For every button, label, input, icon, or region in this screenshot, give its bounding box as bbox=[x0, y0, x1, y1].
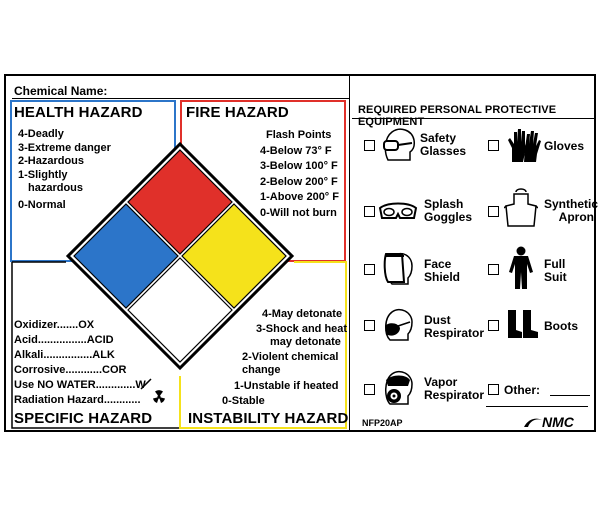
health-item: 3-Extreme danger bbox=[18, 141, 111, 154]
ppe-title-underline bbox=[352, 118, 596, 119]
instability-item: may detonate bbox=[270, 336, 341, 348]
instability-item: 3-Shock and heat bbox=[256, 323, 348, 335]
instability-hazard-title: INSTABILITY HAZARD bbox=[188, 410, 349, 427]
safety-glasses-line-2: Glasses bbox=[420, 144, 467, 158]
specific-hazard-list: Oxidizer.......OX Acid................AC… bbox=[14, 318, 146, 408]
specific-item: Corrosive............COR bbox=[14, 364, 127, 376]
gloves-icon bbox=[508, 129, 541, 162]
instability-item: 0-Stable bbox=[222, 395, 265, 407]
section-divider bbox=[349, 76, 350, 430]
safety-glasses-checkbox[interactable] bbox=[364, 140, 375, 151]
fire-hazard-title: FIRE HAZARD bbox=[186, 104, 289, 121]
boots-line-1: Boots bbox=[544, 319, 578, 333]
dust-respirator-icon bbox=[385, 308, 413, 341]
vapor-respirator-line-2: Respirator bbox=[424, 388, 485, 402]
nmc-swoosh-icon bbox=[524, 418, 542, 427]
nfpa-label: Chemical Name: HEALTH HAZARD 4-Deadly 3-… bbox=[4, 74, 599, 432]
other-write-line[interactable] bbox=[550, 395, 590, 396]
fire-item: 2-Below 200° F bbox=[260, 175, 338, 188]
diamond-outline bbox=[65, 141, 295, 371]
vapor-respirator-label: Vapor Respirator bbox=[424, 376, 484, 402]
chemical-name-line bbox=[12, 98, 350, 99]
face-shield-checkbox[interactable] bbox=[364, 264, 375, 275]
fire-red-quadrant bbox=[127, 149, 233, 255]
specific-item: Use NO WATER.............W bbox=[14, 379, 146, 391]
other-second-line[interactable] bbox=[486, 406, 588, 407]
health-hazard-list: 4-Deadly 3-Extreme danger 2-Hazardous 1-… bbox=[18, 128, 111, 212]
instability-item: 1-Unstable if heated bbox=[234, 380, 339, 392]
splash-goggles-checkbox[interactable] bbox=[364, 206, 375, 217]
synthetic-apron-line-2: Apron bbox=[558, 210, 594, 224]
full-suit-line-1: Full bbox=[544, 257, 566, 271]
health-hazard-title: HEALTH HAZARD bbox=[14, 104, 143, 121]
apron-icon bbox=[504, 188, 538, 227]
health-item: hazardous bbox=[28, 182, 84, 194]
face-shield-label: Face Shield bbox=[424, 258, 460, 284]
other-checkbox[interactable] bbox=[488, 384, 499, 395]
gloves-checkbox[interactable] bbox=[488, 140, 499, 151]
vapor-respirator-line-1: Vapor bbox=[424, 375, 458, 389]
synthetic-apron-checkbox[interactable] bbox=[488, 206, 499, 217]
dust-respirator-line-1: Dust bbox=[424, 313, 451, 327]
vapor-respirator-icon bbox=[385, 370, 413, 405]
fire-item: 1-Above 200° F bbox=[260, 191, 339, 203]
dust-respirator-label: Dust Respirator bbox=[424, 314, 484, 340]
synthetic-apron-line-1: Synthetic bbox=[544, 197, 599, 211]
chemical-name-label: Chemical Name: bbox=[14, 84, 108, 98]
product-code: NFP20AP bbox=[362, 418, 403, 428]
safety-glasses-line-1: Safety bbox=[420, 131, 457, 145]
instability-item: 4-May detonate bbox=[262, 308, 343, 320]
instability-item: 2-Violent chemical bbox=[242, 351, 339, 363]
fire-hazard-list: Flash Points 4-Below 73° F 3-Below 100° … bbox=[260, 128, 339, 221]
face-shield-line-2: Shield bbox=[424, 270, 461, 284]
gloves-line-1: Gloves bbox=[544, 139, 585, 153]
nfpa-diamond-graphic bbox=[11, 141, 347, 429]
full-suit-checkbox[interactable] bbox=[488, 264, 499, 275]
instability-hazard-list: 4-May detonate 3-Shock and heat may deto… bbox=[222, 308, 348, 408]
full-suit-icon bbox=[509, 246, 533, 289]
health-item: 2-Hazardous bbox=[18, 155, 85, 167]
specific-hazard-title: SPECIFIC HAZARD bbox=[14, 410, 153, 427]
radiation-icon bbox=[153, 390, 165, 403]
safety-glasses-label: Safety Glasses bbox=[420, 132, 466, 158]
boots-label: Boots bbox=[544, 320, 578, 333]
synthetic-apron-label: Synthetic Apron bbox=[544, 197, 599, 224]
instability-yellow-quadrant bbox=[181, 203, 287, 309]
boots-checkbox[interactable] bbox=[488, 320, 499, 331]
instability-item: change bbox=[242, 364, 281, 376]
dust-respirator-checkbox[interactable] bbox=[364, 320, 375, 331]
splash-goggles-label: Splash Goggles bbox=[424, 198, 472, 224]
ppe-title: REQUIRED PERSONAL PROTECTIVE EQUIPMENT bbox=[358, 104, 557, 128]
specific-item: Radiation Hazard............ bbox=[14, 394, 141, 406]
brand-logo: NMC bbox=[542, 414, 574, 430]
gloves-label: Gloves bbox=[544, 140, 584, 153]
instability-box-border bbox=[179, 261, 347, 429]
fire-item: 3-Below 100° F bbox=[260, 160, 338, 172]
dust-respirator-line-2: Respirator bbox=[424, 326, 485, 340]
full-suit-line-2: Suit bbox=[544, 270, 567, 284]
boots-icon bbox=[508, 310, 538, 338]
specific-item: Acid................ACID bbox=[14, 334, 114, 346]
full-suit-label: Full Suit bbox=[544, 258, 567, 284]
splash-goggles-line-1: Splash bbox=[424, 197, 464, 211]
specific-item: Oxidizer.......OX bbox=[14, 319, 95, 331]
splash-goggles-line-2: Goggles bbox=[424, 210, 473, 224]
no-water-strike-icon bbox=[140, 378, 152, 390]
other-label: Other: bbox=[504, 384, 540, 397]
fire-item: 4-Below 73° F bbox=[260, 144, 332, 157]
safety-glasses-icon bbox=[383, 128, 415, 161]
face-shield-icon bbox=[383, 252, 413, 285]
face-shield-line-1: Face bbox=[424, 257, 452, 271]
other-line-1: Other: bbox=[504, 383, 540, 397]
splash-goggles-icon bbox=[378, 202, 418, 219]
health-blue-quadrant bbox=[73, 203, 179, 309]
vapor-respirator-checkbox[interactable] bbox=[364, 384, 375, 395]
health-item: 0-Normal bbox=[18, 198, 66, 211]
health-item: 4-Deadly bbox=[18, 128, 64, 140]
fire-item: 0-Will not burn bbox=[260, 206, 337, 219]
specific-item: Alkali................ALK bbox=[14, 349, 115, 361]
fire-item: Flash Points bbox=[266, 129, 332, 141]
specific-white-quadrant bbox=[127, 257, 233, 363]
health-item: 1-Slightly bbox=[18, 168, 68, 181]
